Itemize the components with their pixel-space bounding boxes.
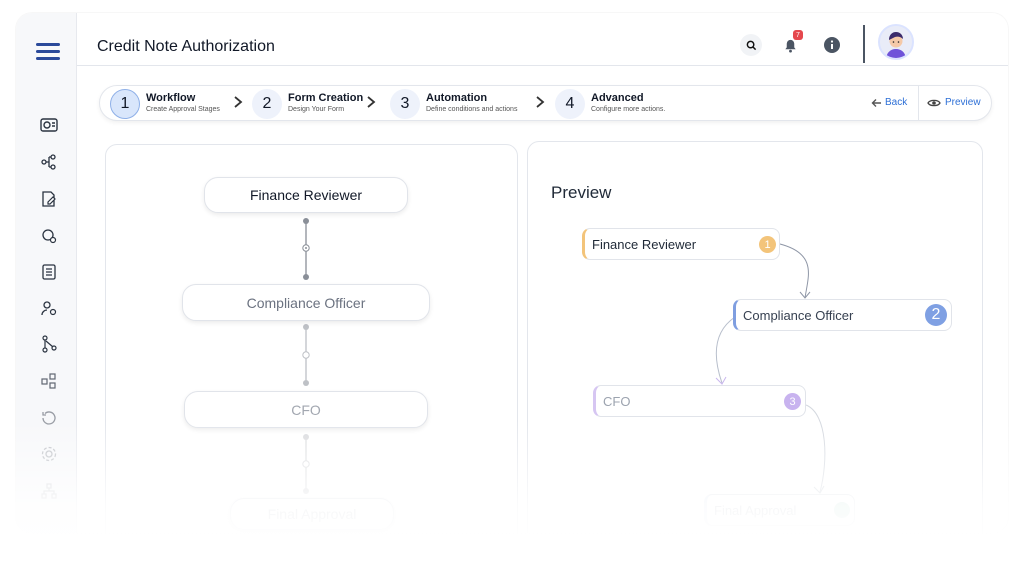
page-title: Credit Note Authorization [97,38,275,55]
header-divider [863,25,865,63]
preview-node-compliance-officer[interactable]: Compliance Officer 2 [733,299,952,331]
preview-node-label: Compliance Officer [743,307,854,323]
preview-title: Preview [551,183,612,202]
stage-node-compliance-officer[interactable]: Compliance Officer [182,284,430,321]
preview-panel: Preview Finance Reviewer 1 Compliance Of… [527,141,983,533]
step-number: 1 [110,89,140,119]
step-subtitle: Create Approval Stages [146,106,220,113]
step-badge [834,502,850,518]
preview-node-label: Finance Reviewer [592,236,697,252]
modules-icon[interactable] [39,371,59,391]
gear-icon[interactable] [39,444,59,464]
step-title: Workflow [146,92,196,104]
stage-node-finance-reviewer[interactable]: Finance Reviewer [204,177,408,213]
step-badge: 2 [925,304,947,326]
user-settings-icon[interactable] [39,298,59,318]
preview-label: Preview [945,97,981,108]
stepper-divider [918,86,919,120]
step-badge: 1 [759,236,776,253]
document-list-icon[interactable] [39,262,59,282]
search-icon[interactable] [740,34,762,56]
chevron-right-icon [367,96,376,108]
step-number: 2 [252,89,282,119]
history-icon[interactable] [39,408,59,428]
notification-badge: 7 [793,30,803,40]
back-label: Back [885,97,908,108]
step-subtitle: Design Your Form [288,106,345,113]
preview-node-final-approval[interactable]: Final Approval [704,494,855,526]
step-title: Form Creation [288,92,364,104]
sidebar [16,13,77,533]
app-window: Credit Note Authorization 7 1 Workflow [16,13,1008,533]
workflow-builder-panel: Finance Reviewer Compliance Officer CFO … [105,144,518,533]
preview-node-label: Final Approval [714,502,797,518]
chevron-right-icon [536,96,545,108]
hamburger-menu-icon[interactable] [36,43,60,61]
step-title: Automation [426,92,488,104]
step-number: 4 [555,89,585,119]
org-chart-icon[interactable] [39,481,59,501]
back-button[interactable]: Back [871,97,907,108]
info-icon[interactable] [821,34,843,56]
preview-node-finance-reviewer[interactable]: Finance Reviewer 1 [582,228,780,260]
user-avatar[interactable] [878,24,914,60]
top-header: Credit Note Authorization 7 [77,13,1008,66]
step-title: Advanced [591,92,644,104]
settings-bulb-icon[interactable] [39,226,59,246]
step-subtitle: Define conditions and actions [426,106,518,113]
eye-icon [927,99,941,106]
form-edit-icon[interactable] [39,189,59,209]
arrow-left-icon [871,98,881,107]
hierarchy-icon[interactable] [39,334,59,354]
wizard-stepper: 1 Workflow Create Approval Stages 2 Form… [99,85,992,121]
stage-node-cfo[interactable]: CFO [184,391,428,428]
notification-bell-icon[interactable]: 7 [779,30,803,56]
step-number: 3 [390,89,420,119]
step-subtitle: Configure more actions. [591,106,666,113]
stage-node-final-approval[interactable]: Final Approval [230,498,394,530]
preview-button[interactable]: Preview [927,97,981,108]
step-badge: 3 [784,393,801,410]
workflow-icon[interactable] [39,152,59,172]
preview-connectors [715,243,826,494]
preview-node-label: CFO [603,393,631,409]
dashboard-icon[interactable] [39,115,59,135]
chevron-right-icon [234,96,243,108]
preview-node-cfo[interactable]: CFO 3 [593,385,806,417]
